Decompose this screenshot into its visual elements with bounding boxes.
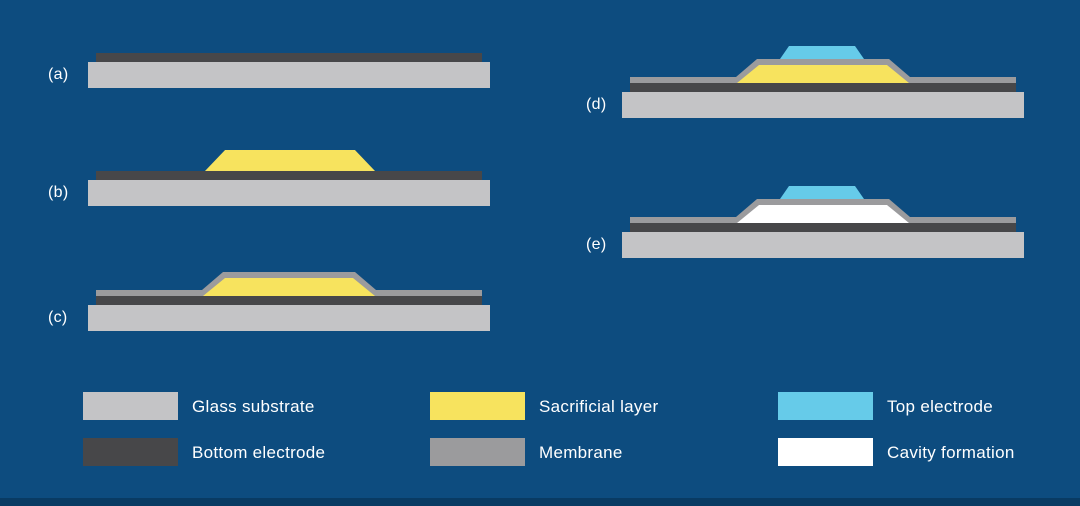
glass-substrate-layer [88,62,490,88]
glass-substrate-layer [88,305,490,331]
glass-substrate-layer [88,180,490,206]
legend-label-membrane: Membrane [539,443,623,462]
legend-label-glass-substrate: Glass substrate [192,397,315,416]
sacrificial-layer-shape [205,150,375,171]
top-electrode-layer [780,186,864,199]
legend-swatch-top-electrode [778,392,873,420]
legend-swatch-cavity-formation [778,438,873,466]
panel-e-label: (e) [586,236,607,253]
bottom-electrode-layer [630,223,1016,232]
legend-swatch-bottom-electrode [83,438,178,466]
cavity-shape [737,205,909,223]
top-electrode-layer [780,46,864,59]
glass-substrate-layer [622,92,1024,118]
sacrificial-layer-shape [737,65,909,83]
bottom-electrode-layer [630,83,1016,92]
bottom-strip [0,498,1080,506]
glass-substrate-layer [622,232,1024,258]
legend-label-bottom-electrode: Bottom electrode [192,443,326,462]
legend-swatch-sacrificial-layer [430,392,525,420]
panel-b-label: (b) [48,184,69,201]
legend-swatch-glass-substrate [83,392,178,420]
panel-a-label: (a) [48,66,69,83]
legend-swatch-membrane [430,438,525,466]
legend-label-sacrificial-layer: Sacrificial layer [539,397,659,416]
bottom-electrode-layer [96,171,482,180]
panel-d-label: (d) [586,96,607,113]
bottom-electrode-layer [96,296,482,305]
legend-label-cavity-formation: Cavity formation [887,443,1015,462]
panel-c-label: (c) [48,309,68,326]
legend-label-top-electrode: Top electrode [887,397,993,416]
sacrificial-layer-shape [203,278,375,296]
bottom-electrode-layer [96,53,482,62]
